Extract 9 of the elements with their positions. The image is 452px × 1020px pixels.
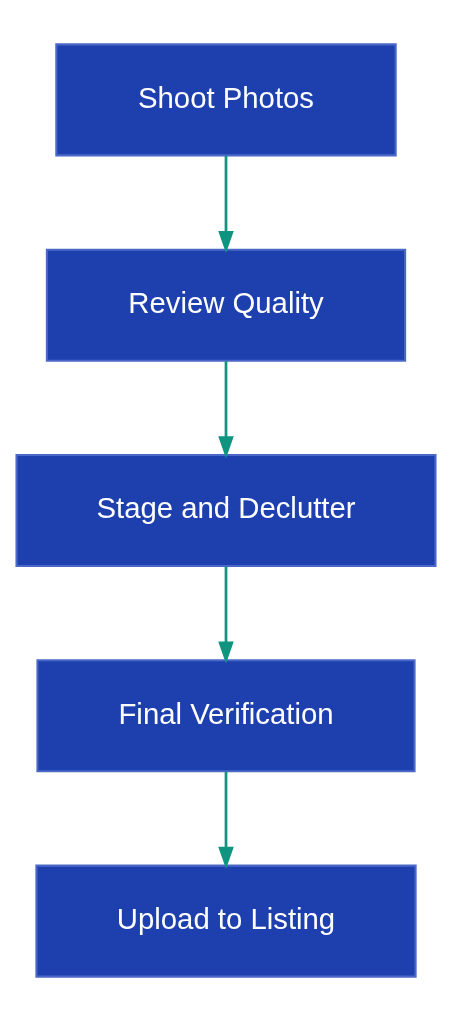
- node-box: Final Verification: [36, 658, 416, 772]
- node-box: Shoot Photos: [55, 42, 397, 156]
- node-box: Upload to Listing: [35, 864, 417, 978]
- node-box: Review Quality: [45, 248, 407, 362]
- arrow: [218, 566, 234, 664]
- arrow: [218, 771, 234, 869]
- arrow: [218, 360, 234, 458]
- node-box: Stage and Declutter: [15, 453, 437, 567]
- arrow: [218, 155, 234, 253]
